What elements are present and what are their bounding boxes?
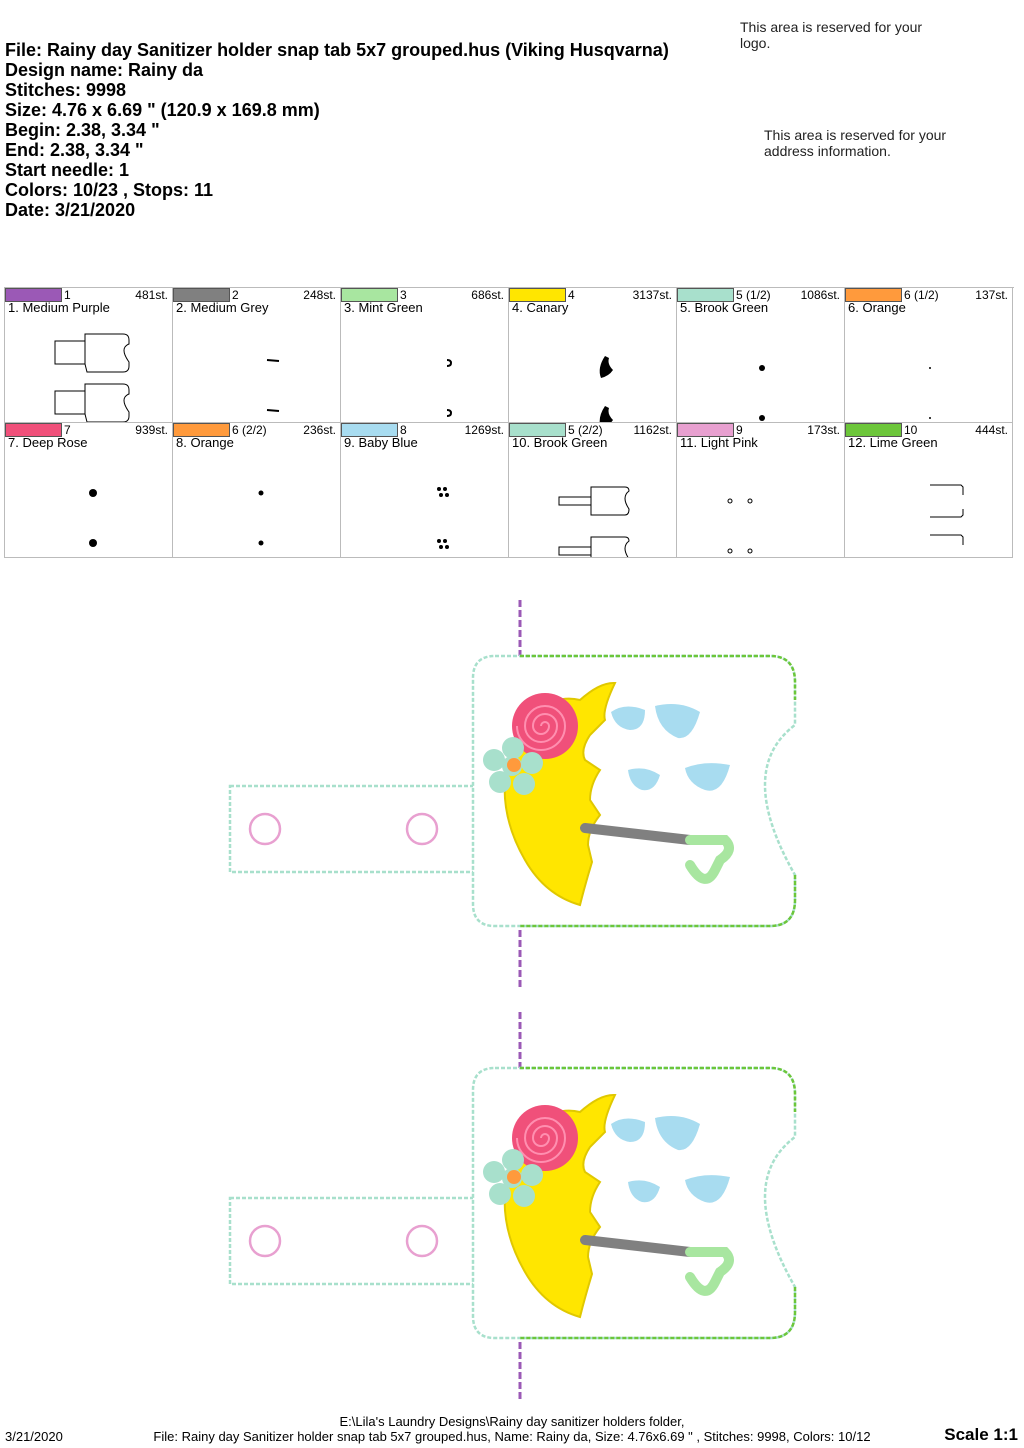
colors-stops: Colors: 10/23 , Stops: 11 [5,180,214,200]
color-swatch [677,288,734,302]
color-swatch [677,423,734,437]
file-line: File: Rainy day Sanitizer holder snap ta… [5,40,669,60]
color-stop-thumbnail [437,487,449,549]
color-stop-stitches: 1269st. [464,423,504,437]
color-stop-thumbnail [446,359,453,417]
color-stop-name: 1. Medium Purple [8,300,110,315]
stitch-count: Stitches: 9998 [5,80,127,100]
color-stop-thumbnail [727,498,753,554]
color-stop-cell: 6 (1/2) 137st. 6. Orange [845,288,1013,423]
color-stop-cell: 1 481st. 1. Medium Purple [5,288,173,423]
color-swatch [509,288,566,302]
holder-design-2 [230,1012,795,1400]
color-stop-thumbnail [759,365,765,421]
color-stop-stitches: 173st. [807,423,840,437]
color-stop-thumbnail [89,489,97,547]
color-swatch [5,423,62,437]
color-stop-number: 8 [400,423,407,437]
begin-point: Begin: 2.38, 3.34 " [5,120,160,140]
color-stop-name: 11. Light Pink [680,435,758,450]
color-stop-stitches: 481st. [135,288,168,302]
color-stop-thumbnail [599,356,613,422]
color-stop-name: 7. Deep Rose [8,435,88,450]
color-stop-cell: 5 (2/2) 1162st. 10. Brook Green [509,423,677,558]
color-stop-cell: 4 3137st. 4. Canary [509,288,677,423]
color-stop-thumbnail [930,484,964,545]
color-stop-stitches: 137st. [975,288,1008,302]
color-swatch [5,288,62,302]
color-swatch [341,288,398,302]
color-stop-number: 7 [64,423,71,437]
color-stop-stitches: 686st. [471,288,504,302]
color-swatch [341,423,398,437]
color-stop-name: 12. Lime Green [848,435,938,450]
color-swatch [173,423,230,437]
color-stop-cell: 2 248st. 2. Medium Grey [173,288,341,423]
color-stop-name: 6. Orange [848,300,906,315]
color-swatch [509,423,566,437]
logo-placeholder: This area is reserved for your logo. [740,19,923,51]
color-stop-cell: 9 173st. 11. Light Pink [677,423,845,558]
color-stop-thumbnail [258,490,264,546]
color-stop-cell: 6 (2/2) 236st. 8. Orange [173,423,341,558]
color-stop-name: 5. Brook Green [680,300,769,315]
color-stop-cell: 7 939st. 7. Deep Rose [5,423,173,558]
color-stop-cell: 8 1269st. 9. Baby Blue [341,423,509,558]
color-stop-number: 10 [904,423,918,437]
color-stop-number: 6 (1/2) [904,288,939,302]
footer-info: E:\Lila's Laundry Designs\Rainy day sani… [0,1414,1024,1444]
design-name: Design name: Rainy da [5,60,204,80]
design-info: File: Rainy day Sanitizer holder snap ta… [5,40,669,220]
color-stop-stitches: 3137st. [632,288,672,302]
address-placeholder: This area is reserved for your address i… [764,127,947,159]
color-stop-name: 9. Baby Blue [344,435,418,450]
color-stop-stitches: 444st. [975,423,1008,437]
scale-label: Scale 1:1 [944,1425,1018,1444]
footer-path: E:\Lila's Laundry Designs\Rainy day sani… [339,1414,685,1429]
color-stop-stitches: 248st. [303,288,336,302]
start-needle: Start needle: 1 [5,160,130,180]
color-stop-stitches: 236st. [303,423,336,437]
footer-file-line: File: Rainy day Sanitizer holder snap ta… [153,1429,871,1444]
color-stop-cell: 3 686st. 3. Mint Green [341,288,509,423]
end-point: End: 2.38, 3.34 " [5,140,144,160]
color-stop-name: 2. Medium Grey [176,300,269,315]
color-stop-name: 4. Canary [512,300,569,315]
color-stop-thumbnail [558,486,630,557]
color-stop-stitches: 1162st. [633,423,672,437]
color-stop-number: 6 (2/2) [232,423,267,437]
holder-design-1 [230,600,795,990]
color-stop-stitches: 1086st. [800,288,840,302]
color-swatch [173,288,230,302]
color-stop-number: 3 [400,288,407,302]
color-stop-thumbnail [929,367,931,419]
color-stop-name: 8. Orange [176,435,234,450]
color-stop-grid: 1 481st. 1. Medium Purple 2 248st. 2. Medium … [4,287,1014,558]
color-stop-name: 3. Mint Green [344,300,423,315]
color-stop-number: 5 (2/2) [568,423,603,437]
color-stop-number: 2 [232,288,239,302]
color-stop-stitches: 939st. [135,423,168,437]
design-date: Date: 3/21/2020 [5,200,136,220]
color-stop-thumbnail [54,333,130,422]
design-preview-svg [0,600,1024,1400]
color-stop-cell: 10 444st. 12. Lime Green [845,423,1013,558]
design-preview [0,600,1024,1400]
design-size: Size: 4.76 x 6.69 " (120.9 x 169.8 mm) [5,100,320,120]
color-swatch [845,423,902,437]
color-stop-number: 9 [736,423,743,437]
color-stop-thumbnail [266,359,280,412]
color-stop-number: 4 [568,288,575,302]
color-stop-cell: 5 (1/2) 1086st. 5. Brook Green [677,288,845,423]
color-swatch [845,288,902,302]
footer-date: 3/21/2020 [5,1429,63,1444]
color-stop-number: 5 (1/2) [736,288,771,302]
color-stop-name: 10. Brook Green [512,435,608,450]
color-stop-number: 1 [64,288,71,302]
